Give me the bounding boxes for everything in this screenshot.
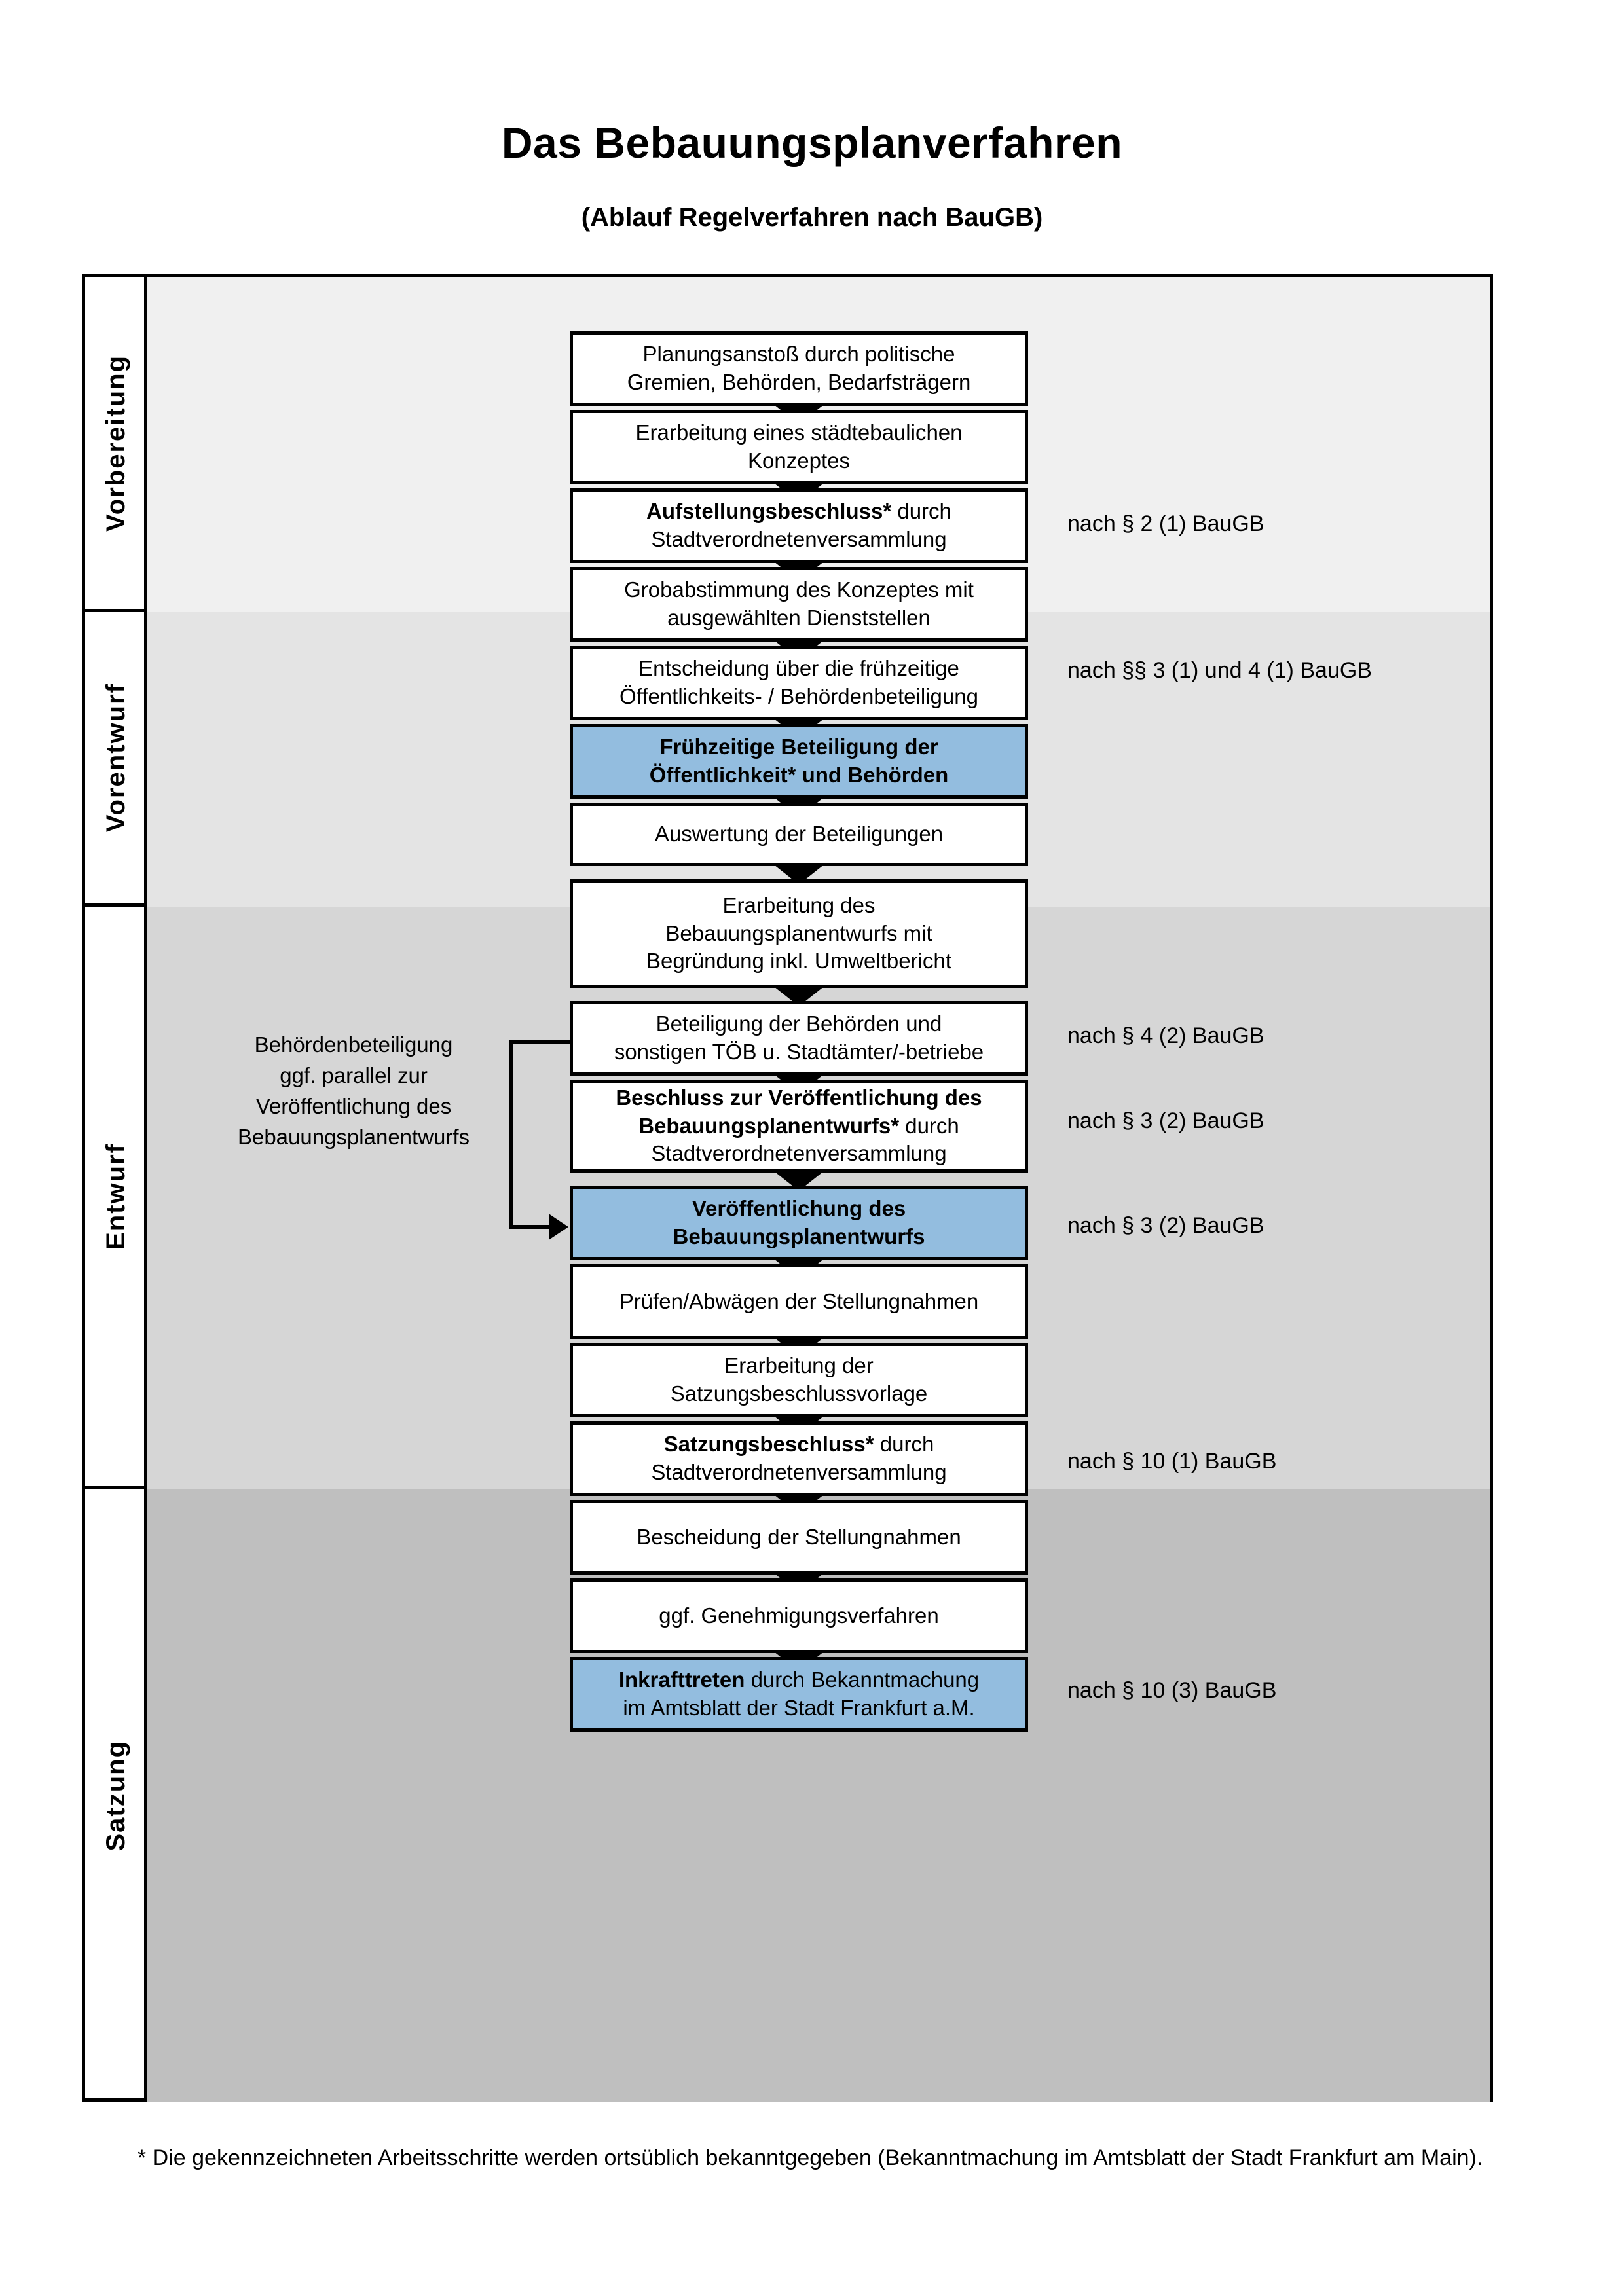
- legal-reference-ref-3-2-a: nach § 3 (2) BauGB: [1067, 1108, 1264, 1133]
- step-line: Beteiligung der Behörden und: [655, 1011, 942, 1036]
- step-line: Erarbeitung der: [724, 1353, 874, 1378]
- step-line: Satzungsbeschluss* durch: [663, 1432, 934, 1457]
- legal-reference-ref-2-1: nach § 2 (1) BauGB: [1067, 511, 1264, 536]
- step-line: Veröffentlichung des: [692, 1196, 906, 1221]
- side-note-line-4: Bebauungsplanentwurfs: [237, 1124, 470, 1149]
- phase-label-column: Vorbereitung Vorentwurf Entwurf Satzung: [85, 277, 147, 2098]
- step-line: Prüfen/Abwägen der Stellungnahmen: [619, 1288, 979, 1313]
- step-line: Inkrafttreten durch Bekanntmachung: [618, 1667, 980, 1692]
- step-text: Prüfen/Abwägen der Stellungnahmen: [619, 1288, 979, 1316]
- step-line: Planungsanstoß durch politische: [642, 342, 955, 367]
- flow-step-genehmigungsverfahren[interactable]: ggf. Genehmigungsverfahren: [570, 1578, 1028, 1653]
- step-line: sonstigen TÖB u. Stadtämter/-betriebe: [614, 1040, 984, 1064]
- page-subtitle: (Ablauf Regelverfahren nach BauGB): [581, 203, 1043, 232]
- step-line: Aufstellungsbeschluss* durch: [646, 499, 951, 524]
- step-line: Bebauungsplanentwurfs mit: [665, 920, 932, 945]
- phase-label-vorbereitung: Vorbereitung: [85, 277, 147, 612]
- flowchart-frame: Vorbereitung Vorentwurf Entwurf Satzung …: [82, 274, 1493, 2102]
- legal-reference-ref-3-1-4-1: nach §§ 3 (1) und 4 (1) BauGB: [1067, 658, 1372, 683]
- step-line: Konzeptes: [748, 448, 850, 473]
- legal-reference-ref-10-3: nach § 10 (3) BauGB: [1067, 1678, 1277, 1703]
- flow-step-inkrafttreten[interactable]: Inkrafttreten durch Bekanntmachung im Amt…: [570, 1657, 1028, 1732]
- step-line: Öffentlichkeits- / Behördenbeteiligung: [619, 684, 978, 708]
- phase-label-text: Vorbereitung: [101, 354, 130, 532]
- step-line: Bebauungsplanentwurfs: [673, 1224, 925, 1248]
- step-line: Stadtverordnetenversammlung: [651, 1460, 947, 1484]
- step-line: ausgewählten Dienststellen: [667, 606, 931, 630]
- step-line: Beschluss zur Veröffentlichung des: [616, 1085, 982, 1110]
- step-line: Grobabstimmung des Konzeptes mit: [624, 577, 974, 602]
- step-text: Bescheidung der Stellungnahmen: [637, 1523, 961, 1552]
- side-note-behoerdenbeteiligung: Behördenbeteiligung ggf. parallel zur Ve…: [170, 1030, 537, 1152]
- flow-step-pruefen-abwaegen[interactable]: Prüfen/Abwägen der Stellungnahmen: [570, 1264, 1028, 1339]
- step-line: Öffentlichkeit* und Behörden: [649, 763, 949, 787]
- phase-label-vorentwurf: Vorentwurf: [85, 612, 147, 907]
- bypass-connector-bottom-segment: [509, 1225, 550, 1229]
- page-title: Das Bebauungsplanverfahren: [501, 118, 1123, 167]
- step-line: Bescheidung der Stellungnahmen: [637, 1524, 961, 1549]
- step-line: Auswertung der Beteiligungen: [654, 822, 944, 847]
- step-line: Erarbeitung des: [722, 892, 876, 917]
- step-line: im Amtsblatt der Stadt Frankfurt a.M.: [623, 1696, 975, 1720]
- step-line: Stadtverordnetenversammlung: [651, 527, 947, 551]
- flow-step-grobabstimmung[interactable]: Grobabstimmung des Konzeptes mit ausgewäh…: [570, 567, 1028, 642]
- phase-label-text: Vorentwurf: [101, 683, 130, 833]
- legal-reference-ref-3-2-b: nach § 3 (2) BauGB: [1067, 1213, 1264, 1238]
- step-text: Auswertung der Beteiligungen: [655, 820, 943, 848]
- step-line: Bebauungsplanentwurfs* durch: [638, 1113, 959, 1138]
- step-line: Stadtverordnetenversammlung: [651, 1141, 947, 1166]
- flow-step-auswertung[interactable]: Auswertung der Beteiligungen: [570, 803, 1028, 866]
- step-text: ggf. Genehmigungsverfahren: [659, 1602, 938, 1630]
- step-line: Erarbeitung eines städtebaulichen: [635, 420, 963, 445]
- bypass-connector-vertical-segment: [509, 1040, 513, 1225]
- step-line: Gremien, Behörden, Bedarfsträgern: [627, 370, 971, 394]
- step-text: Grobabstimmung des Konzeptes mit ausgewäh…: [624, 576, 974, 632]
- phase-label-text: Entwurf: [101, 1143, 130, 1250]
- side-note-line-3: Veröffentlichung des: [255, 1093, 452, 1118]
- side-note-line-1: Behördenbeteiligung: [254, 1032, 453, 1057]
- bypass-connector-arrowhead: [549, 1214, 568, 1240]
- side-note-line-2: ggf. parallel zur: [280, 1063, 428, 1087]
- footnote: * Die gekennzeichneten Arbeitsschritte w…: [138, 2145, 1483, 2170]
- legal-reference-ref-10-1: nach § 10 (1) BauGB: [1067, 1449, 1277, 1474]
- phase-label-entwurf: Entwurf: [85, 907, 147, 1489]
- step-line: ggf. Genehmigungsverfahren: [659, 1603, 939, 1628]
- step-line: Entscheidung über die frühzeitige: [638, 656, 959, 681]
- step-line: Frühzeitige Beteiligung der: [659, 735, 938, 759]
- bypass-connector-top-segment: [509, 1040, 570, 1044]
- step-text: Inkrafttreten durch Bekanntmachung im Amt…: [619, 1666, 979, 1722]
- step-line: Satzungsbeschlussvorlage: [670, 1381, 928, 1406]
- flow-step-beteiligung-behoerden[interactable]: Beteiligung der Behörden und sonstigen TÖ…: [570, 1001, 1028, 1076]
- phase-label-satzung: Satzung: [85, 1489, 147, 2102]
- phase-label-text: Satzung: [101, 1740, 130, 1851]
- step-line: Begründung inkl. Umweltbericht: [646, 949, 951, 974]
- step-text: Beteiligung der Behörden und sonstigen TÖ…: [614, 1010, 984, 1066]
- flow-step-bescheidung[interactable]: Bescheidung der Stellungnahmen: [570, 1500, 1028, 1575]
- legal-reference-ref-4-2: nach § 4 (2) BauGB: [1067, 1023, 1264, 1048]
